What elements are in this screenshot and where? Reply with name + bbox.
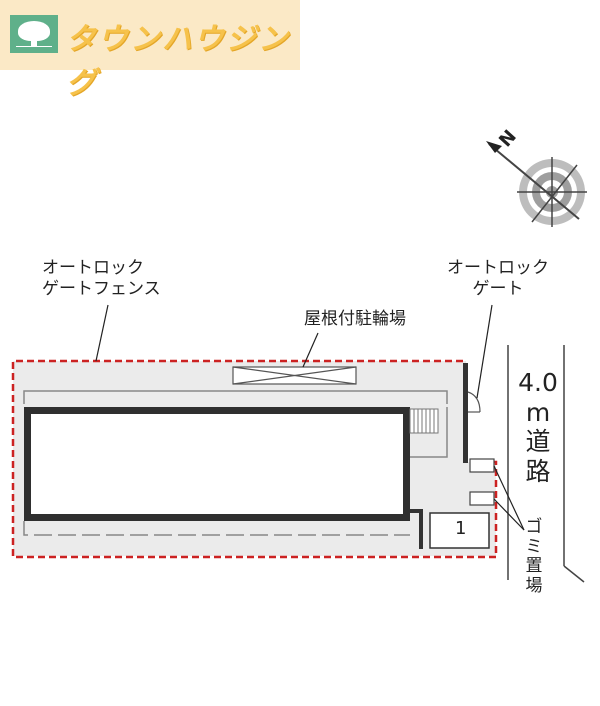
- garbage-label: ゴ ミ 置 場: [525, 517, 543, 596]
- building: [24, 407, 410, 521]
- bicycle-parking: [232, 366, 357, 385]
- road: [507, 345, 585, 583]
- road-label: 4.0 m 道 路: [518, 368, 558, 486]
- gate-fence: [11, 359, 498, 559]
- fence-label: オートロック ゲートフェンス: [42, 258, 161, 300]
- bicycle-parking-label: 屋根付駐輪場: [304, 309, 406, 329]
- compass-icon: [486, 141, 587, 227]
- garbage-area: [469, 458, 495, 506]
- gate-label: オートロック ゲート: [447, 258, 549, 300]
- parking-space-1: [429, 512, 490, 549]
- auto-lock-gate: [463, 363, 481, 463]
- brand-name: タウンハウジング: [66, 22, 290, 101]
- parking-number: 1: [455, 518, 467, 539]
- brand-banner: タウンハウジング: [0, 0, 300, 101]
- tree-logo-icon: [10, 15, 58, 53]
- stairs: [409, 408, 439, 434]
